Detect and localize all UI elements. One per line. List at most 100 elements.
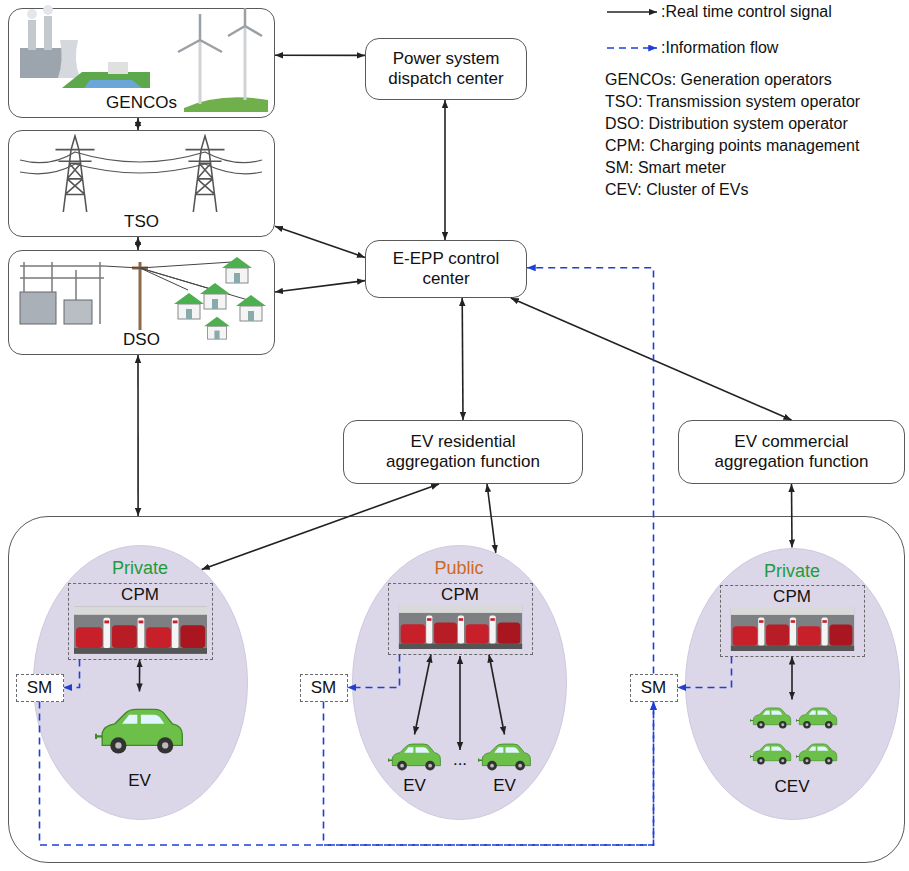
legend-line — [607, 11, 657, 13]
wind-field — [184, 97, 268, 112]
label-holder: GENCOs: Generation operators — [605, 70, 832, 90]
power-plant — [20, 48, 74, 78]
node-label: CPM — [773, 587, 811, 607]
node-label: EV residential aggregation function — [373, 432, 553, 472]
control-signal-arrow — [139, 660, 141, 692]
node-label: TSO — [124, 212, 159, 232]
label-holder: CPM: Charging points management — [605, 136, 859, 156]
ev-icon-image — [479, 744, 531, 770]
smoke — [43, 5, 53, 15]
ev-icon: EV — [475, 735, 535, 797]
hydro-house — [108, 62, 128, 74]
node-label: GENCOs — [106, 93, 177, 113]
legend-row: :Information flow — [605, 38, 778, 58]
smoke — [27, 9, 37, 19]
abbreviation-note: GENCOs: Generation operators — [605, 70, 832, 90]
charger-photo — [74, 606, 207, 654]
abbreviation-note: CPM: Charging points management — [605, 136, 859, 156]
substation — [64, 300, 92, 324]
label-holder: ... — [440, 750, 480, 770]
control-center-box: Power system dispatch center — [365, 38, 527, 100]
node-label: CEV — [775, 777, 810, 797]
turbine-tower — [200, 26, 245, 104]
hydro-land — [62, 72, 150, 88]
legend-row: :Real time control signal — [605, 2, 832, 22]
aggregator-box: EV commercial aggregation function — [678, 420, 905, 484]
house — [236, 295, 266, 321]
house — [222, 257, 252, 283]
ellipse-shape — [33, 545, 247, 819]
ev-icon: EV — [90, 692, 190, 792]
node-label: EV — [128, 771, 151, 791]
cpm-box: CPM — [388, 583, 533, 655]
information-flow-arrow — [324, 702, 654, 846]
distribution-wire — [104, 262, 248, 300]
house — [200, 283, 230, 309]
node-label: EV — [403, 776, 426, 796]
node-label: SM — [641, 678, 667, 698]
cooling-tower — [58, 40, 80, 78]
abbreviation-note: DSO: Distribution system operator — [605, 114, 848, 134]
information-flow-arrow — [678, 657, 732, 688]
substation-frame — [20, 262, 104, 324]
ev-icon-image — [389, 744, 441, 770]
charging-site-ellipse: PublicCPM EV EV — [352, 545, 567, 820]
charger-photo — [399, 605, 522, 649]
control-signal-arrow — [137, 118, 139, 130]
smart-meter-box: SM — [16, 674, 64, 702]
node-label: Private — [764, 561, 820, 581]
label-holder: CEV: Cluster of EVs — [605, 180, 748, 200]
cpm-box: CPM — [720, 585, 865, 657]
charging-site-ellipse: PrivateCPM CEV — [685, 548, 900, 820]
chimney — [44, 16, 52, 50]
ellipse-shape — [352, 545, 566, 819]
ev-icon-image — [96, 709, 182, 753]
information-flow-arrow — [64, 660, 80, 688]
label-holder: DSO: Distribution system operator — [605, 114, 848, 134]
ev-icon-image — [750, 708, 790, 729]
control-signal-arrow — [487, 484, 496, 553]
power-line — [20, 152, 262, 163]
control-signal-arrow — [275, 226, 365, 257]
transmission-tower — [186, 136, 225, 212]
operator-box: GENCOs — [8, 8, 275, 118]
power-line — [20, 164, 262, 174]
control-signal-arrow — [202, 484, 439, 569]
control-signal-arrow — [137, 237, 139, 250]
node-label: EV — [493, 776, 516, 796]
charging-site-ellipse: PrivateCPM EV — [33, 545, 248, 820]
control-signal-arrow — [137, 355, 139, 516]
turbine-blades — [178, 8, 262, 52]
legend-text: :Information flow — [661, 38, 778, 58]
legend-line-sample — [605, 2, 661, 22]
ellipsis-mark: ... — [440, 750, 480, 770]
smart-meter-box: SM — [300, 674, 348, 702]
node-label: E-EPP control center — [381, 249, 511, 289]
control-signal-arrow — [275, 54, 365, 56]
label-holder: SM: Smart meter — [605, 158, 726, 178]
label-holder: TSO: Transmission system operator — [605, 92, 860, 112]
information-flow-arrow — [348, 655, 400, 688]
control-signal-arrow — [791, 657, 793, 700]
house — [174, 293, 204, 319]
charging-area-frame: PrivateCPM EV SM PublicCPM EV EV SM PrivateCPM C… — [8, 516, 905, 863]
control-signal-arrow — [444, 100, 446, 240]
control-signal-arrow — [461, 298, 463, 420]
abbreviation-note: TSO: Transmission system operator — [605, 92, 860, 112]
control-signal-arrow — [791, 484, 793, 548]
information-flow-arrow — [527, 268, 654, 674]
node-label: CPM — [441, 585, 479, 605]
substation — [20, 292, 56, 324]
node-label: Private — [112, 558, 168, 578]
abbreviation-note: CEV: Cluster of EVs — [605, 180, 748, 200]
ellipse-shape — [685, 548, 899, 819]
node-label: Public — [434, 558, 483, 578]
legend-line-sample — [605, 38, 661, 58]
node-label: CPM — [121, 585, 159, 605]
ev-icon-image — [796, 708, 836, 729]
ev-cluster-icon: CEV — [745, 700, 840, 798]
aggregator-box: EV residential aggregation function — [343, 420, 583, 484]
legend-line — [607, 47, 657, 49]
house — [204, 317, 230, 339]
operator-box: DSO — [8, 250, 275, 355]
